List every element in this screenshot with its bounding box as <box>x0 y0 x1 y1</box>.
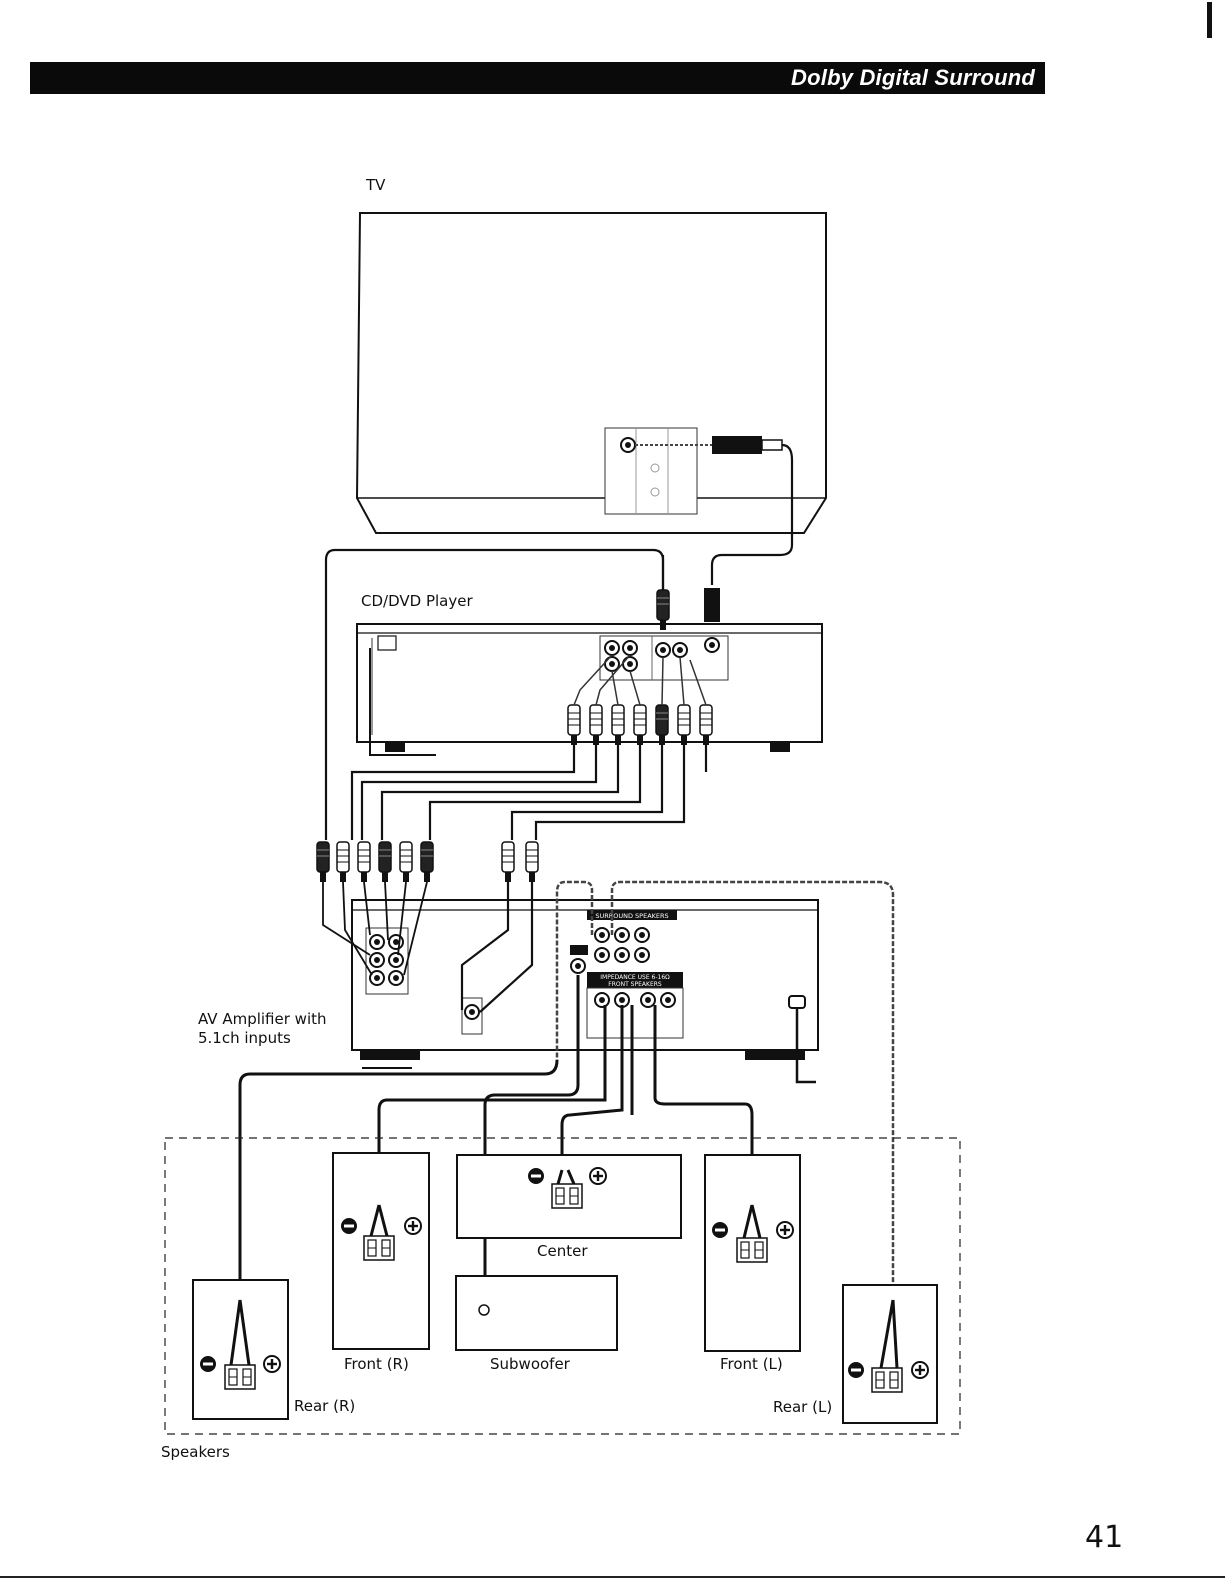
speaker-rear-r <box>193 1280 288 1419</box>
rear-l-label: Rear (L) <box>773 1398 832 1416</box>
tv-unit <box>357 213 826 585</box>
cd-dvd-player <box>357 555 822 755</box>
surround-speakers-label: SURROUND SPEAKERS <box>595 912 668 920</box>
impedance-label: IMPEDANCE USE 6-16Ω <box>600 974 670 981</box>
av-amplifier: SURROUND SPEAKERS IMPEDANCE USE 6-16Ω FR… <box>323 882 818 1082</box>
front-speakers-label: FRONT SPEAKERS <box>608 981 662 988</box>
speaker-front-r <box>333 1153 429 1349</box>
bottom-rule <box>0 1576 1225 1578</box>
speaker-subwoofer <box>456 1276 617 1350</box>
speaker-rear-l <box>843 1285 937 1423</box>
page-number: 41 <box>1085 1520 1123 1555</box>
rear-r-label: Rear (R) <box>294 1397 355 1415</box>
speaker-center <box>457 1155 681 1238</box>
center-label: Center <box>537 1242 588 1260</box>
interconnect-cables <box>352 745 706 840</box>
front-r-label: Front (R) <box>344 1355 409 1373</box>
player-label: CD/DVD Player <box>361 592 473 610</box>
front-l-label: Front (L) <box>720 1355 783 1373</box>
amplifier-label-line2: 5.1ch inputs <box>198 1029 291 1047</box>
amplifier-label-line1: AV Amplifier with <box>198 1010 327 1028</box>
tv-label: TV <box>366 176 385 194</box>
speaker-front-l <box>705 1155 800 1351</box>
speakers-group-label: Speakers <box>161 1443 230 1461</box>
subwoofer-label: Subwoofer <box>490 1355 570 1373</box>
